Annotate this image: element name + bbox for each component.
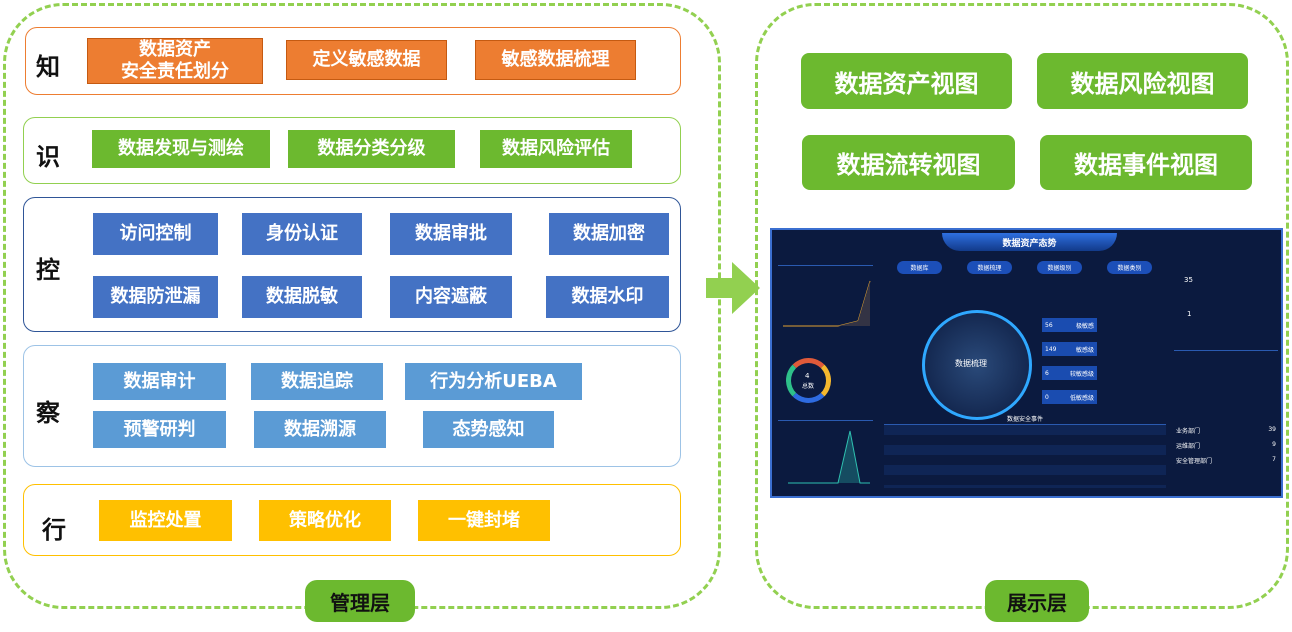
dash-dept-name: 业务部门 xyxy=(1176,428,1201,435)
box-dlp: 数据防泄漏 xyxy=(93,276,218,318)
dash-level-n: 56 xyxy=(1045,321,1053,329)
dash-dept-value: 9 xyxy=(1272,441,1276,448)
box-define-sensitive: 定义敏感数据 xyxy=(286,40,447,80)
box-classification: 数据分类分级 xyxy=(288,130,455,168)
box-authentication: 身份认证 xyxy=(242,213,362,255)
dash-level-l: 低敏感级 xyxy=(1069,394,1094,402)
dash-level-n: 6 xyxy=(1045,369,1049,377)
view-event: 数据事件视图 xyxy=(1040,135,1252,190)
dash-dept-value: 39 xyxy=(1268,426,1276,433)
box-situation-awareness: 态势感知 xyxy=(423,411,554,448)
box-access-control: 访问控制 xyxy=(93,213,218,255)
box-sensitive-sorting: 敏感数据梳理 xyxy=(475,40,636,80)
box-approval: 数据审批 xyxy=(390,213,512,255)
dashboard-screenshot: 数据资产态势 数据库 数据梳理 数据级别 数据类别 4 总数 数据梳理 56 极敏… xyxy=(770,228,1283,498)
dash-table-title: 数据安全事件 xyxy=(1007,416,1044,423)
dash-center-label: 数据梳理 xyxy=(955,359,987,368)
dash-count-month: 35 xyxy=(1184,276,1193,284)
dash-level-n: 149 xyxy=(1045,345,1057,353)
dash-pill-0: 数据库 xyxy=(897,261,942,274)
box-content-hiding: 内容遮蔽 xyxy=(390,276,512,318)
dash-level-l: 较敏感级 xyxy=(1069,370,1094,378)
box-watermark: 数据水印 xyxy=(546,276,669,318)
row-label-observe: 察 xyxy=(36,399,60,427)
dash-pill-1: 数据梳理 xyxy=(967,261,1012,274)
presentation-layer-tag: 展示层 xyxy=(985,580,1089,622)
dash-level-l: 极敏感 xyxy=(1075,322,1094,330)
dash-level-l: 敏感级 xyxy=(1075,346,1094,354)
dash-donut-label: 总数 xyxy=(802,383,815,390)
box-risk-assessment: 数据风险评估 xyxy=(480,130,632,168)
box-discovery: 数据发现与测绘 xyxy=(92,130,270,168)
row-label-control: 控 xyxy=(36,256,60,284)
box-ueba: 行为分析UEBA xyxy=(405,363,582,400)
view-flow: 数据流转视图 xyxy=(802,135,1015,190)
dash-level-0: 56 极敏感 xyxy=(1042,318,1097,332)
dash-donut xyxy=(786,358,831,403)
dash-dept-name: 安全管理部门 xyxy=(1176,458,1213,465)
dash-donut-total: 4 xyxy=(805,372,810,380)
dash-pill-2: 数据级别 xyxy=(1037,261,1082,274)
box-traceability: 数据溯源 xyxy=(254,411,386,448)
view-risk: 数据风险视图 xyxy=(1037,53,1248,109)
view-asset: 数据资产视图 xyxy=(801,53,1012,109)
box-responsibility: 数据资产 安全责任划分 xyxy=(87,38,263,84)
dash-left-bottom-chart xyxy=(778,420,873,490)
dash-dept-name: 运维部门 xyxy=(1176,443,1201,450)
box-audit: 数据审计 xyxy=(93,363,226,400)
box-monitor-handle: 监控处置 xyxy=(99,500,232,541)
dash-left-chart xyxy=(778,265,873,335)
dash-pill-3: 数据类别 xyxy=(1107,261,1152,274)
dash-count-handled: 1 xyxy=(1187,310,1192,318)
box-one-click-block: 一键封堵 xyxy=(418,500,550,541)
box-tracking: 数据追踪 xyxy=(251,363,383,400)
box-policy-optimize: 策略优化 xyxy=(259,500,391,541)
arrow-right-icon xyxy=(706,262,760,314)
dash-center-gauge xyxy=(922,310,1032,420)
row-label-identify: 识 xyxy=(36,143,60,171)
dash-level-3: 0 低敏感级 xyxy=(1042,390,1097,404)
box-alert-analysis: 预警研判 xyxy=(93,411,226,448)
row-label-act: 行 xyxy=(42,516,66,544)
dash-dept-value: 7 xyxy=(1272,456,1276,463)
dashboard-title: 数据资产态势 xyxy=(942,233,1117,251)
row-label-know: 知 xyxy=(36,53,60,81)
dash-right-table xyxy=(1174,350,1278,410)
dash-level-2: 6 较敏感级 xyxy=(1042,366,1097,380)
dash-level-1: 149 敏感级 xyxy=(1042,342,1097,356)
box-masking: 数据脱敏 xyxy=(242,276,362,318)
dash-level-n: 0 xyxy=(1045,393,1049,401)
management-layer-tag: 管理层 xyxy=(305,580,415,622)
box-encryption: 数据加密 xyxy=(549,213,669,255)
dash-event-table xyxy=(884,424,1166,488)
dash-dept-list: 业务部门 39 运维部门 9 安全管理部门 7 xyxy=(1176,426,1276,465)
